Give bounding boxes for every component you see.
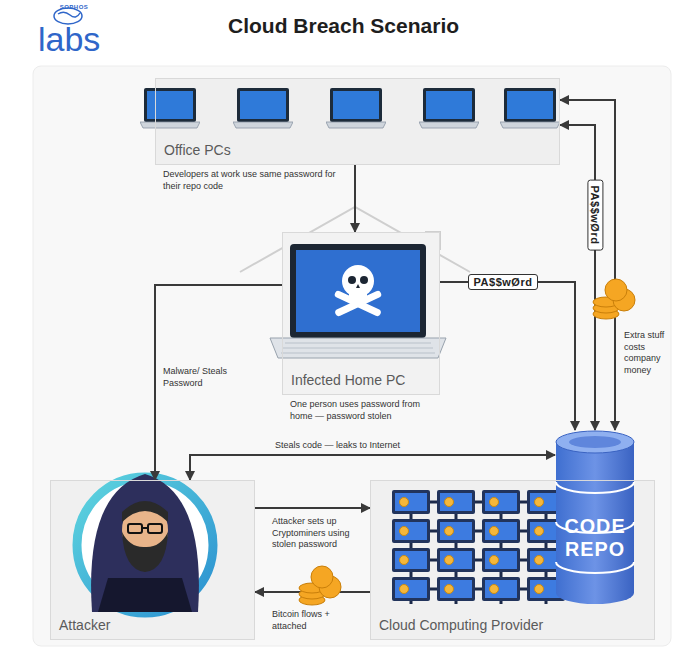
attacker-panel: Attacker: [50, 480, 255, 640]
password-tag-holder: PA$$wØrd: [587, 180, 603, 251]
password-tag: PA$$wØrd: [468, 274, 539, 290]
edge-label-holder: Bitcoin flows + attached: [272, 609, 352, 632]
connector-arrow: [560, 125, 595, 430]
edge-label: Bitcoin flows + attached: [272, 609, 352, 632]
caption-note: One person uses password from home — pas…: [290, 399, 438, 422]
office-panel: Office PCs: [155, 78, 560, 165]
logo-word: labs: [38, 22, 118, 56]
cloud-provider-panel: Cloud Computing Provider: [370, 480, 655, 640]
connector-arrow: [155, 285, 282, 480]
home-pc-panel: Infected Home PC: [282, 232, 440, 395]
caption-note: Developers at work use same password for…: [163, 169, 338, 192]
coin-stack: [593, 279, 635, 319]
repo-label: CODE REPO: [555, 515, 635, 561]
connector-arrow: [190, 455, 555, 480]
password-tag: PA$$wØrd: [587, 180, 603, 251]
connector-arrow: [354, 165, 356, 232]
connector-arrow: [560, 100, 615, 430]
connector-arrow: [255, 507, 370, 509]
logo-brand: SOPHOS: [44, 4, 104, 10]
diagram-title: Cloud Breach Scenario: [228, 14, 488, 38]
edge-label: Malware/ Steals Password: [163, 366, 243, 389]
logo-brand-holder: SOPHOS: [44, 4, 104, 10]
caption-note-holder: Developers at work use same password for…: [163, 169, 338, 192]
edge-label: Steals code — leaks to Internet: [275, 440, 515, 452]
code-repo-cylinder: CODE REPO: [555, 430, 635, 605]
logo-word-holder: labs: [38, 22, 118, 56]
panel-label: Office PCs: [164, 142, 551, 158]
password-tag-holder: PA$$wØrd: [468, 274, 539, 290]
edge-label-holder: Steals code — leaks to Internet: [275, 440, 515, 452]
edge-label: Attacker sets up Cryptominers using stol…: [272, 516, 367, 551]
edge-label-holder: Attacker sets up Cryptominers using stol…: [272, 516, 367, 551]
edge-label: Extra stuff costs company money: [624, 330, 670, 377]
caption-note-holder: One person uses password from home — pas…: [290, 399, 438, 422]
connector-arrow: [440, 282, 575, 430]
edge-label-holder: Malware/ Steals Password: [163, 366, 243, 389]
panel-label: Attacker: [59, 617, 246, 633]
edge-label-holder: Extra stuff costs company money: [624, 330, 670, 377]
panel-label: Infected Home PC: [291, 372, 431, 388]
panel-label: Cloud Computing Provider: [379, 617, 646, 633]
title-holder: Cloud Breach Scenario: [228, 14, 488, 38]
coin-stack: [299, 566, 341, 605]
